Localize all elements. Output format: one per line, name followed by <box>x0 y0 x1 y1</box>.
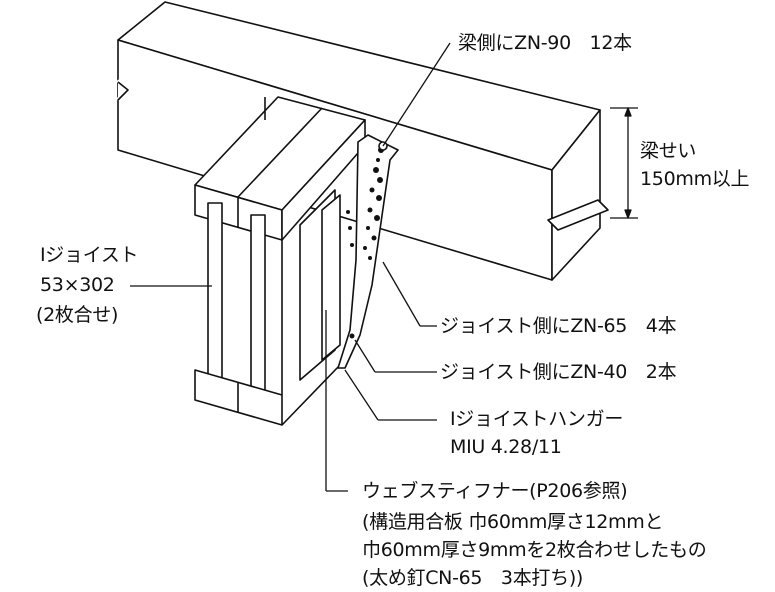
label-stiffener: ウェブスティフナー(P206参照) <box>362 480 628 502</box>
label-hanger-model: MIU 4.28/11 <box>450 436 562 458</box>
label-joist-nails-40: ジョイスト側にZN-40 2本 <box>440 361 677 383</box>
label-beam-height-value: 150mm以上 <box>640 168 750 190</box>
label-joist-nails-65: ジョイスト側にZN-65 4本 <box>440 315 677 337</box>
label-stiffener-spec-3: (太め釘CN-65 3本打ち)) <box>362 567 584 589</box>
label-beam-nails: 梁側にZN-90 12本 <box>458 32 632 54</box>
label-stiffener-spec-1: (構造用合板 巾60mm厚さ12mmと <box>362 511 664 533</box>
i-joists <box>194 96 366 426</box>
label-joist-size: 53×302 <box>40 274 115 296</box>
label-joist: Iジョイスト <box>40 244 139 266</box>
label-joist-double: (2枚合せ) <box>36 304 119 326</box>
label-stiffener-spec-2: 巾60mm厚さ9mmを2枚合わせしたもの <box>362 539 707 561</box>
joist-hanger <box>337 134 399 369</box>
label-beam-height: 梁せい <box>640 140 697 162</box>
nail-holes <box>346 147 384 339</box>
leader-lines <box>130 42 638 492</box>
label-hanger: Iジョイストハンガー <box>450 408 624 430</box>
